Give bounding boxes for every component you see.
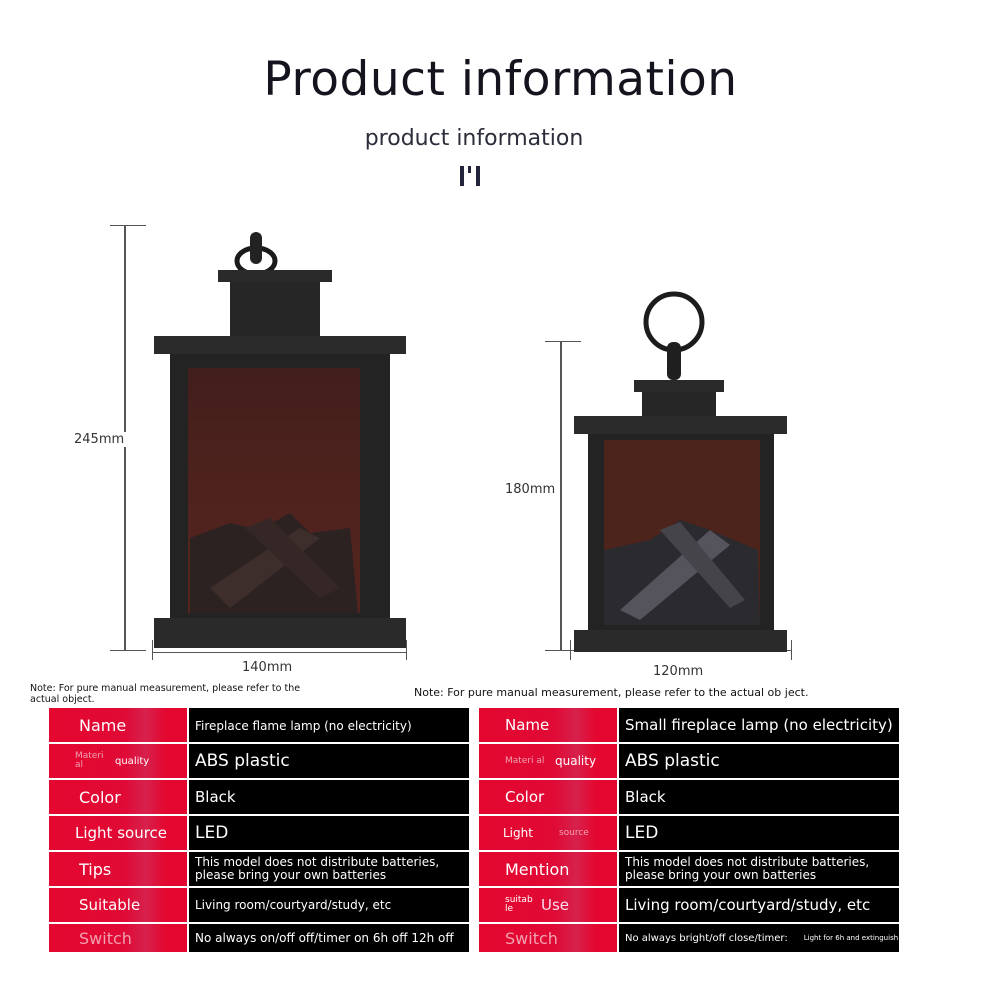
spec-row-suitable: Suitable Living room/courtyard/study, et… xyxy=(49,888,469,922)
spec-row-switch: Switch No always bright/off close/timer:… xyxy=(479,924,899,952)
spec-label: Name xyxy=(49,708,187,742)
spec-value: This model does not distribute batteries… xyxy=(189,852,469,886)
spec-row-suitable-use: suitab le Use Living room/courtyard/stud… xyxy=(479,888,899,922)
spec-label: Materi al quality xyxy=(49,744,187,778)
large-lantern-image xyxy=(154,232,406,648)
spec-label-part: Light xyxy=(503,826,533,840)
spec-value: No always bright/off close/timer: Light … xyxy=(619,924,899,952)
spec-label: Switch xyxy=(479,924,617,952)
spec-row-name: Name Fireplace flame lamp (no electricit… xyxy=(49,708,469,742)
measurement-note: Note: For pure manual measurement, pleas… xyxy=(30,683,301,705)
spec-row-color: Color Black xyxy=(49,780,469,814)
small-lantern-image xyxy=(574,291,787,652)
spec-table-small: Name Small fireplace lamp (no electricit… xyxy=(479,708,899,953)
spec-label: Suitable xyxy=(49,888,187,922)
spec-label: Switch xyxy=(49,924,187,952)
dimension-tick xyxy=(545,650,581,651)
spec-label: Mention xyxy=(479,852,617,886)
spec-row-tips: Tips This model does not distribute batt… xyxy=(49,852,469,886)
spec-label: Color xyxy=(49,780,187,814)
height-label: 180mm xyxy=(503,482,558,497)
spec-table-large: Name Fireplace flame lamp (no electricit… xyxy=(49,708,469,953)
spec-label-part: Use xyxy=(541,896,570,914)
spec-label: Tips xyxy=(49,852,187,886)
spec-value: ABS plastic xyxy=(619,744,899,778)
spec-value: Fireplace flame lamp (no electricity) xyxy=(189,708,469,742)
width-label: 120mm xyxy=(653,664,704,679)
measurement-note: Note: For pure manual measurement, pleas… xyxy=(414,686,809,699)
spec-value: Living room/courtyard/study, etc xyxy=(189,888,469,922)
spec-label-part: Materi al xyxy=(75,751,104,770)
spec-label: Light source xyxy=(49,816,187,850)
dimension-tick xyxy=(791,640,792,660)
dimension-tick xyxy=(152,640,153,660)
spec-label-part: quality xyxy=(115,755,150,767)
spec-label: Materi al quality xyxy=(479,744,617,778)
spec-value: Black xyxy=(619,780,899,814)
spec-row-material: Materi al quality ABS plastic xyxy=(479,744,899,778)
height-dimension-line xyxy=(560,341,562,651)
spec-label: Color xyxy=(479,780,617,814)
height-label: 245mm xyxy=(72,432,127,447)
spec-value: This model does not distribute batteries… xyxy=(619,852,899,886)
page-subtitle: product information xyxy=(364,126,584,151)
dimension-tick xyxy=(110,225,146,226)
spec-label: Name xyxy=(479,708,617,742)
spec-value: ABS plastic xyxy=(189,744,469,778)
spec-value: No always on/off off/timer on 6h off 12h… xyxy=(189,924,469,952)
spec-value: Black xyxy=(189,780,469,814)
spec-row-mention: Mention This model does not distribute b… xyxy=(479,852,899,886)
spec-row-light-source: Light source LED xyxy=(479,816,899,850)
spec-value: LED xyxy=(189,816,469,850)
width-dimension-line xyxy=(152,652,407,653)
spec-label: suitab le Use xyxy=(479,888,617,922)
spec-value: Living room/courtyard/study, etc xyxy=(619,888,899,922)
spec-row-switch: Switch No always on/off off/timer on 6h … xyxy=(49,924,469,952)
width-label: 140mm xyxy=(242,660,293,675)
spec-value-part: No always bright/off close/timer: xyxy=(625,932,788,944)
spec-label-part: suitab le xyxy=(505,895,533,914)
dimension-tick xyxy=(406,640,407,660)
spec-row-color: Color Black xyxy=(479,780,899,814)
dimension-tick xyxy=(110,650,146,651)
spec-value: Small fireplace lamp (no electricity) xyxy=(619,708,899,742)
spec-label-part: Materi al xyxy=(505,755,545,766)
dimension-tick xyxy=(570,640,571,660)
bars-logo-icon xyxy=(460,166,490,188)
spec-value: LED xyxy=(619,816,899,850)
spec-row-material: Materi al quality ABS plastic xyxy=(49,744,469,778)
spec-value-part: Light for 6h and extinguish xyxy=(803,933,899,942)
spec-row-name: Name Small fireplace lamp (no electricit… xyxy=(479,708,899,742)
dimension-tick xyxy=(545,341,581,342)
spec-label-part: source xyxy=(558,828,589,838)
page-title: Product information xyxy=(263,52,738,107)
spec-label: Light source xyxy=(479,816,617,850)
spec-label-part: quality xyxy=(555,754,597,768)
spec-row-light-source: Light source LED xyxy=(49,816,469,850)
